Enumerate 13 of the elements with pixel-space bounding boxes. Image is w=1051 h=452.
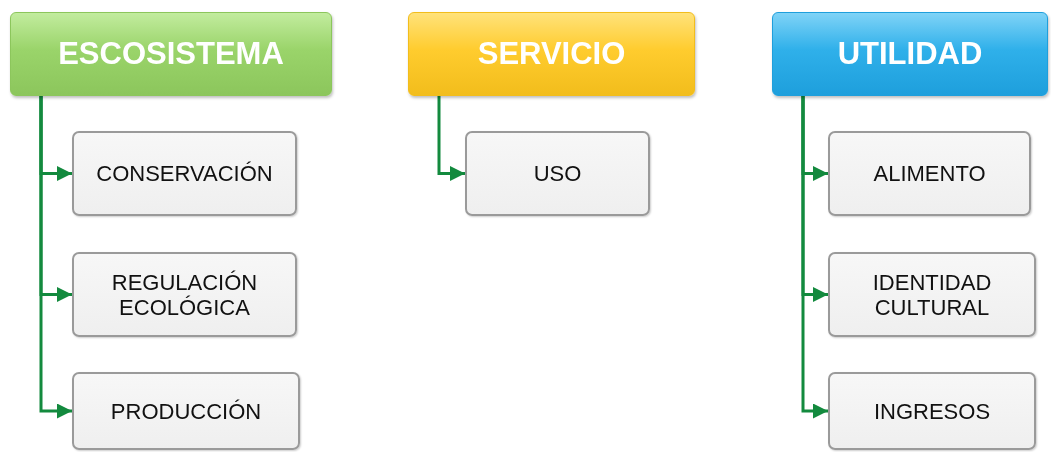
category-header: ESCOSISTEMA <box>10 12 332 96</box>
connector-arrow <box>39 96 72 419</box>
item-box: REGULACIÓN ECOLÓGICA <box>72 252 297 337</box>
item-box: CONSERVACIÓN <box>72 131 297 216</box>
connector-arrow <box>437 96 465 181</box>
item-box: IDENTIDAD CULTURAL <box>828 252 1036 337</box>
item-box: INGRESOS <box>828 372 1036 450</box>
item-box: USO <box>465 131 650 216</box>
category-header: SERVICIO <box>408 12 695 96</box>
category-header: UTILIDAD <box>772 12 1048 96</box>
item-box: ALIMENTO <box>828 131 1031 216</box>
item-box: PRODUCCIÓN <box>72 372 300 450</box>
connector-arrow <box>801 96 828 419</box>
